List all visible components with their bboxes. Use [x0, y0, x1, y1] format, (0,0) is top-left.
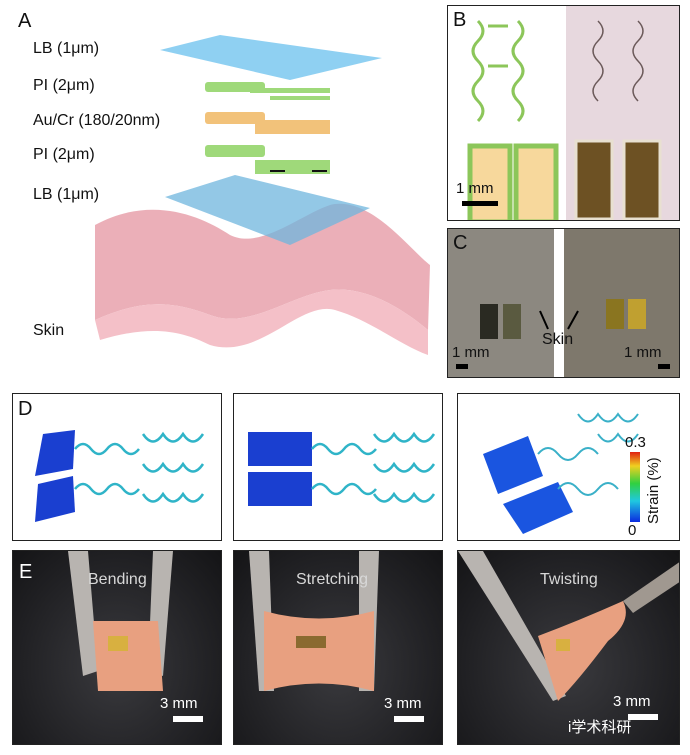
panel-e-label: E	[19, 561, 33, 583]
mode-label-bending: Bending	[88, 571, 147, 588]
scale-label-stretching: 3 mm	[384, 695, 422, 712]
scale-bar-stretching	[394, 716, 424, 722]
mode-label-twisting: Twisting	[540, 571, 598, 588]
strain-colorbar	[630, 452, 640, 522]
layer-label-pi-top: PI (2μm)	[33, 77, 95, 94]
mode-label-stretching: Stretching	[296, 571, 369, 588]
panel-b: B 1 mm	[447, 5, 680, 221]
layer-label-skin: Skin	[33, 322, 65, 339]
layer-label-lb-top: LB (1μm)	[33, 40, 100, 57]
panel-c-skin-label: Skin	[542, 331, 574, 348]
panel-d-stretching-sim	[233, 393, 443, 541]
panel-c-scale-left: 1 mm	[452, 344, 490, 361]
colorbar-min: 0	[628, 522, 637, 539]
panel-d-twisting-sim: 0.3 0 Strain (%)	[457, 393, 680, 541]
layer-label-pi-bottom: PI (2μm)	[33, 146, 95, 163]
panel-e-stretching-photo: Stretching 3 mm	[233, 550, 443, 745]
panel-b-label: B	[453, 9, 467, 31]
colorbar-max: 0.3	[625, 434, 646, 451]
scale-bar-bending	[173, 716, 203, 722]
panel-d-bending-sim	[12, 393, 222, 541]
panel-c-scale-right: 1 mm	[624, 344, 662, 361]
scale-label-twisting: 3 mm	[613, 693, 651, 710]
panel-d-label: D	[18, 398, 33, 420]
panel-b-scale-label: 1 mm	[456, 180, 494, 197]
scale-label-bending: 3 mm	[160, 695, 198, 712]
panel-a-label: A	[18, 10, 32, 32]
scale-bar-twisting	[628, 714, 658, 720]
panel-e-bending-photo: E Bending 3 mm	[12, 550, 222, 745]
panel-e-twisting-photo: Twisting 3 mm i学术科研	[457, 550, 680, 745]
colorbar-title: Strain (%)	[645, 457, 662, 524]
panel-c-label: C	[453, 232, 468, 254]
exploded-layer-diagram	[95, 35, 430, 355]
layer-label-lb-bottom: LB (1μm)	[33, 186, 100, 203]
layer-label-aucr: Au/Cr (180/20nm)	[33, 112, 161, 129]
watermark: i学术科研	[568, 719, 632, 736]
panel-c: C Skin 1 mm 1 mm	[447, 228, 680, 378]
